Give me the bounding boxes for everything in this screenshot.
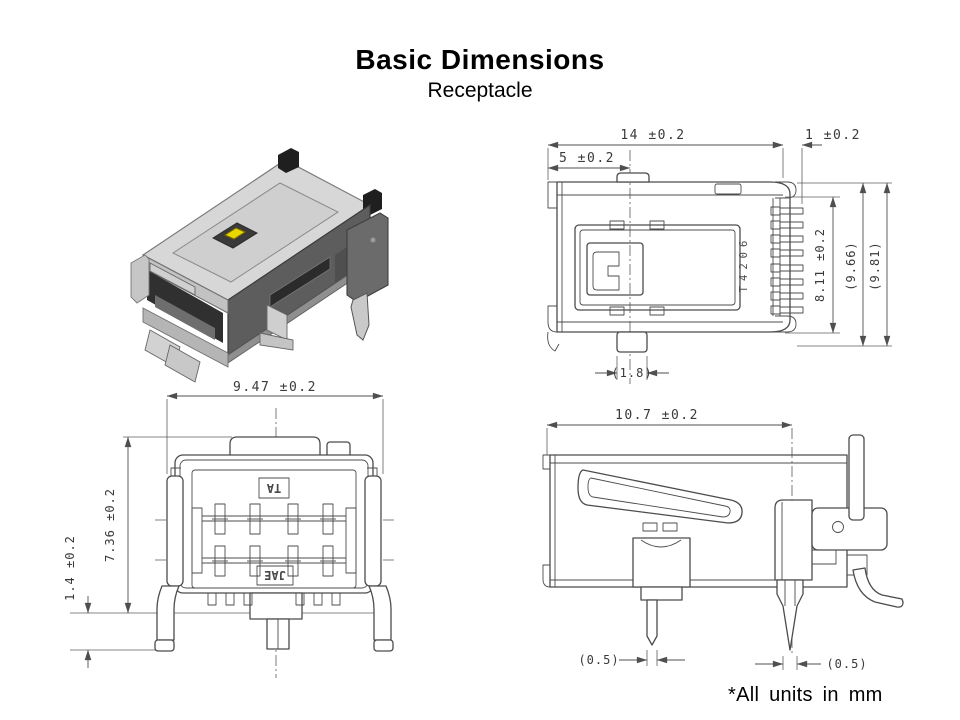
dim-label-ref-outer: (9.81) bbox=[868, 241, 882, 290]
top-view-right-dims: 8.11 ±0.2 (9.66) (9.81) bbox=[785, 182, 892, 347]
page-title: Basic Dimensions bbox=[355, 44, 605, 75]
dim-label-peg-right: (0.5) bbox=[826, 657, 867, 671]
front-view-contacts bbox=[212, 503, 336, 577]
iso-bracket-link bbox=[335, 247, 347, 283]
dim-label-front-height: 7.36 ±0.2 bbox=[103, 488, 117, 562]
top-view-curl bbox=[547, 331, 560, 352]
front-view-top-cap bbox=[229, 436, 321, 461]
iso-bottom-tab-2 bbox=[164, 344, 201, 383]
top-view-dimensions: 14 ±0.2 1 ±0.2 5 ±0.2 bbox=[547, 128, 861, 384]
front-view-dims: 9.47 ±0.2 7.36 ±0.2 1.4 ±0.2 bbox=[63, 380, 395, 678]
side-view-curled-lead bbox=[852, 567, 904, 608]
iso-side-slot bbox=[269, 256, 331, 308]
top-view-boss-bottom bbox=[616, 331, 648, 353]
side-view: 10.7 ±0.2 bbox=[542, 408, 904, 671]
top-view-boss-dim: (1.8) bbox=[595, 356, 669, 380]
front-view-right-leg bbox=[368, 585, 392, 641]
top-view-shell-end-bottom bbox=[775, 315, 797, 333]
title-block: Basic Dimensions Receptacle bbox=[0, 44, 960, 103]
side-view-center-support bbox=[632, 537, 691, 588]
side-view-outline bbox=[542, 434, 904, 651]
marking-jae: JAE bbox=[264, 568, 286, 582]
page-subtitle: Receptacle bbox=[427, 79, 533, 102]
front-view-center-block bbox=[249, 592, 303, 620]
iso-mouth-crossbar bbox=[149, 262, 196, 296]
iso-connector-body bbox=[130, 148, 389, 383]
dim-label-boss-offset: 5 ±0.2 bbox=[559, 151, 615, 166]
top-view-tab bbox=[714, 183, 742, 195]
front-view-right-wing bbox=[364, 475, 382, 587]
iso-corner-post-back bbox=[278, 148, 299, 173]
front-view-left-wing bbox=[166, 475, 184, 587]
front-view: 9.47 ±0.2 7.36 ±0.2 1.4 ±0.2 bbox=[63, 380, 395, 678]
side-view-right-tab bbox=[848, 434, 865, 521]
top-view-pins bbox=[770, 206, 804, 315]
side-view-bracket-hole bbox=[832, 521, 844, 533]
front-view-bottom: JAE bbox=[154, 565, 394, 652]
side-view-hook-bottomleft bbox=[542, 564, 551, 588]
top-view-hook-bottomleft bbox=[547, 305, 558, 333]
iso-yellow-contact bbox=[223, 227, 247, 240]
dim-label-front-width: 9.47 ±0.2 bbox=[233, 380, 317, 395]
front-view-outline: TA bbox=[166, 436, 382, 594]
iso-3d-view bbox=[130, 148, 389, 383]
dim-label-pin-tip: 1 ±0.2 bbox=[805, 128, 861, 143]
front-view-left-leg bbox=[156, 585, 180, 641]
part-marking: T4206 bbox=[738, 236, 750, 293]
side-view-hook-topleft bbox=[542, 454, 550, 470]
side-view-dims: 10.7 ±0.2 bbox=[546, 408, 793, 655]
side-view-latch-wedge bbox=[577, 469, 743, 524]
iso-cavity-floor bbox=[155, 295, 215, 340]
top-view-outline bbox=[547, 172, 797, 353]
dim-label-pin-span: 8.11 ±0.2 bbox=[813, 228, 827, 302]
iso-bracket-pin bbox=[350, 292, 370, 341]
iso-left-wing bbox=[130, 254, 150, 304]
top-view-hook-topleft bbox=[547, 181, 557, 209]
side-view-center-base bbox=[640, 586, 683, 601]
top-view-boss-top bbox=[616, 172, 650, 183]
dim-label-standoff: 1.4 ±0.2 bbox=[63, 535, 77, 601]
marking-ta: TA bbox=[266, 481, 281, 495]
side-view-center-peg bbox=[646, 599, 658, 646]
top-view: 14 ±0.2 1 ±0.2 5 ±0.2 bbox=[547, 128, 892, 384]
iso-hold-down-bracket bbox=[346, 212, 389, 303]
units-note: *All units in mm bbox=[728, 684, 883, 706]
dim-label-ref-inner: (9.66) bbox=[844, 241, 858, 290]
dim-label-width-total: 14 ±0.2 bbox=[620, 128, 685, 143]
top-view-latch-box bbox=[586, 242, 644, 296]
side-view-peg-dims: (0.5) (0.5) bbox=[578, 650, 867, 671]
top-view-shell-end-top bbox=[775, 181, 797, 199]
dim-label-peg-left: (0.5) bbox=[578, 653, 619, 667]
side-view-bracket-arm bbox=[774, 499, 813, 581]
iso-bracket-hole bbox=[370, 237, 376, 243]
iso-lower-shell-lip bbox=[142, 307, 229, 368]
iso-center-foot-base bbox=[259, 332, 294, 351]
side-view-bracket-pin bbox=[776, 579, 804, 651]
dim-label-boss-width: (1.8) bbox=[611, 366, 652, 380]
dim-label-depth: 10.7 ±0.2 bbox=[615, 408, 699, 423]
top-view-latch bbox=[592, 251, 620, 291]
